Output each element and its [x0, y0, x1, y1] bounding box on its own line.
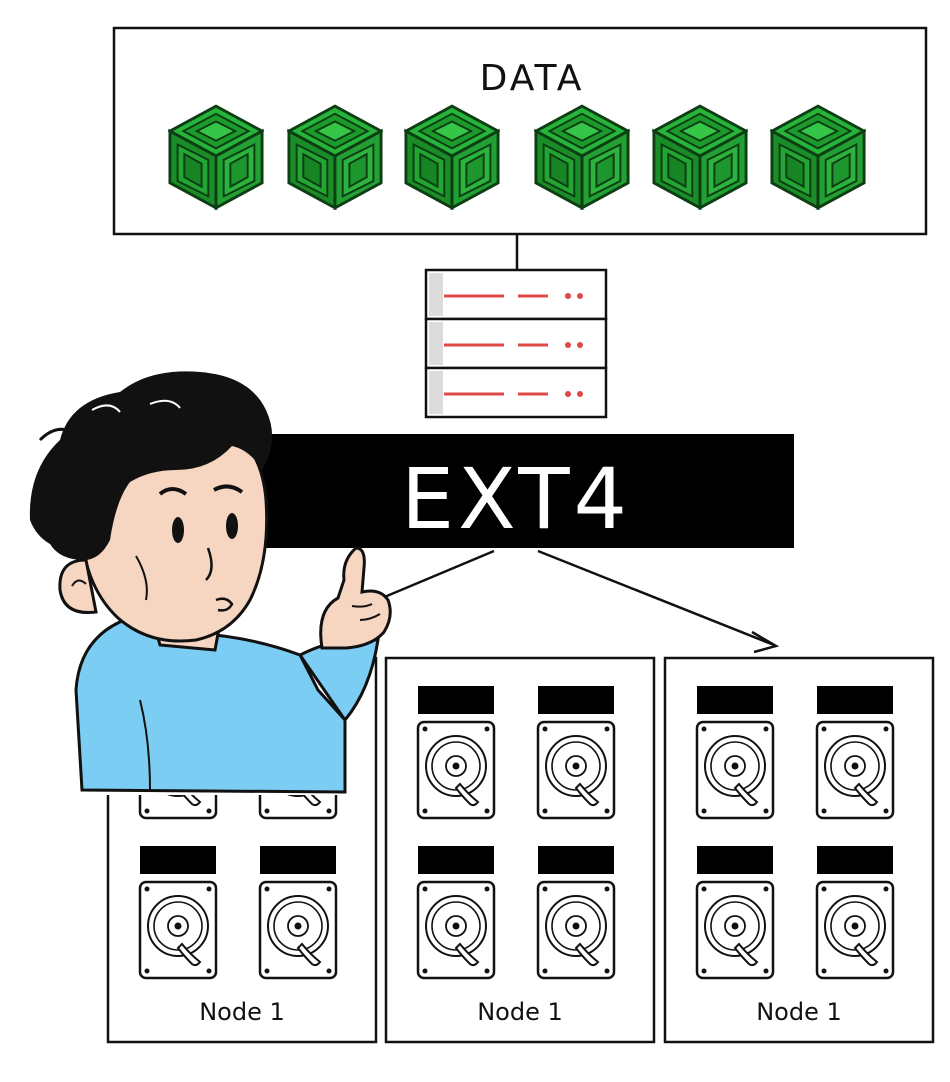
disk-drive [416, 686, 496, 820]
data-title: DATA [480, 58, 585, 99]
data-box: DATA [112, 26, 928, 236]
disk-label-bar [817, 686, 893, 714]
hard-drive-icon [815, 720, 895, 820]
hard-drive-icon [695, 880, 775, 980]
disk-drive [138, 846, 218, 980]
hard-drive-icon [695, 720, 775, 820]
disk-label-bar [140, 846, 216, 874]
disk-label-bar [538, 846, 614, 874]
disk-label-bar [418, 686, 494, 714]
disk-drive [815, 686, 895, 820]
server-slot [424, 317, 608, 370]
hard-drive-icon [258, 880, 338, 980]
storage-node: Node 1 [384, 656, 656, 1044]
server-slot [424, 268, 608, 321]
hard-drive-icon [138, 880, 218, 980]
server-slot [424, 366, 608, 419]
node-label: Node 1 [199, 998, 285, 1026]
ext4-label: EXT4 [401, 450, 631, 548]
disk-drive [416, 846, 496, 980]
node-label: Node 1 [477, 998, 563, 1026]
disk-drive [815, 846, 895, 980]
hard-drive-icon [815, 880, 895, 980]
disk-drive [536, 686, 616, 820]
disk-label-bar [697, 846, 773, 874]
server-rack-icon [424, 268, 608, 419]
disk-drive [258, 846, 338, 980]
disk-label-bar [538, 686, 614, 714]
hard-drive-icon [536, 880, 616, 980]
hard-drive-icon [416, 720, 496, 820]
disk-label-bar [817, 846, 893, 874]
disk-label-bar [697, 686, 773, 714]
disk-label-bar [418, 846, 494, 874]
disk-drive [695, 686, 775, 820]
disk-drive [695, 846, 775, 980]
node-label: Node 1 [756, 998, 842, 1026]
storage-node: Node 1 [663, 656, 935, 1044]
disk-drive [536, 846, 616, 980]
disk-label-bar [260, 846, 336, 874]
arrow-head-icon [751, 630, 780, 654]
hard-drive-icon [416, 880, 496, 980]
pointing-character-illustration [29, 371, 392, 795]
hard-drive-icon [536, 720, 616, 820]
